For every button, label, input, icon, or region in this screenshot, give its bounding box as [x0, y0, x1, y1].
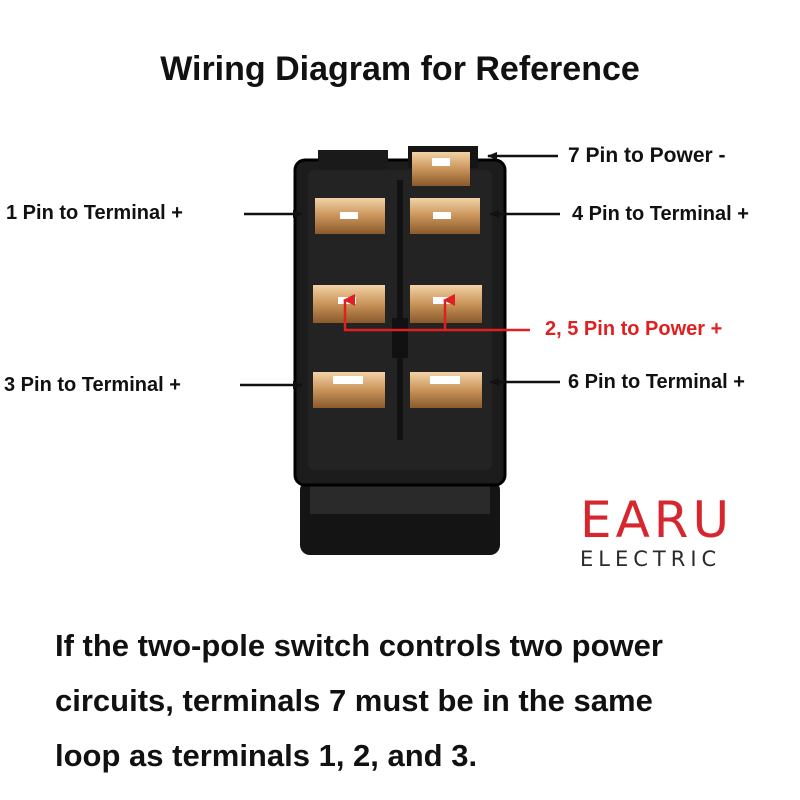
label-pin7: 7 Pin to Power - — [568, 144, 726, 167]
label-pin1: 1 Pin to Terminal + — [6, 202, 183, 224]
note-line-3: loop as terminals 1, 2, and 3. — [55, 738, 478, 773]
pin-6 — [410, 372, 482, 408]
label-pin4: 4 Pin to Terminal + — [572, 203, 749, 225]
pin-2 — [313, 285, 385, 323]
logo-name: EARU — [580, 491, 734, 549]
earu-logo: EARU ELECTRIC — [580, 495, 755, 571]
pin-7 — [412, 152, 470, 186]
logo-subtitle: ELECTRIC — [580, 547, 722, 571]
note-line-2: circuits, terminals 7 must be in the sam… — [55, 683, 653, 718]
pin-3 — [313, 372, 385, 408]
diagram-title: Wiring Diagram for Reference — [160, 50, 640, 88]
wiring-note: If the two-pole switch controls two powe… — [55, 618, 775, 783]
power-positive-connector — [343, 294, 530, 332]
label-pin3: 3 Pin to Terminal + — [4, 374, 181, 396]
note-line-1: If the two-pole switch controls two powe… — [55, 628, 663, 663]
pin-4 — [410, 198, 480, 234]
label-pin6: 6 Pin to Terminal + — [568, 371, 745, 393]
label-pin25: 2, 5 Pin to Power + — [545, 318, 723, 340]
pin-1 — [315, 198, 385, 234]
